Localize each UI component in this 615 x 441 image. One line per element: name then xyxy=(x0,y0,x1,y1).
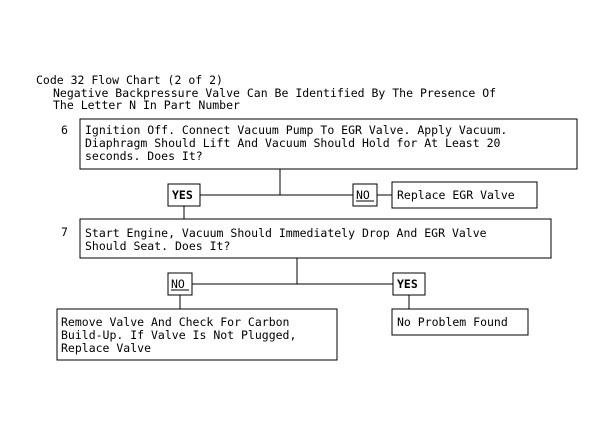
remove-valve-line-1: Remove Valve And Check For Carbon xyxy=(61,315,289,329)
remove-valve-line-2: Build-Up. If Valve Is Not Plugged, xyxy=(61,328,296,342)
chart-title: Code 32 Flow Chart (2 of 2) xyxy=(36,73,223,87)
step-7-yes-label: YES xyxy=(397,277,418,291)
step-7-line-2: Should Seat. Does It? xyxy=(85,239,230,253)
no-problem-found-text: No Problem Found xyxy=(397,315,508,329)
step-6-line-2: Diaphragm Should Lift And Vacuum Should … xyxy=(85,136,500,150)
step-6-number: 6 xyxy=(61,123,68,137)
replace-egr-valve-box xyxy=(391,181,538,209)
step-6-line-1: Ignition Off. Connect Vacuum Pump To EGR… xyxy=(85,123,507,137)
step-6-box xyxy=(79,118,578,170)
replace-egr-valve-text: Replace EGR Valve xyxy=(397,188,515,202)
note-line-2: The Letter N In Part Number xyxy=(53,98,240,112)
note-line-1: Negative Backpressure Valve Can Be Ident… xyxy=(53,86,496,100)
step-6-yes-box xyxy=(167,183,201,207)
step-7-yes-box xyxy=(392,272,426,296)
step-6-no-label: NO xyxy=(356,188,370,202)
step-7-line-1: Start Engine, Vacuum Should Immediately … xyxy=(85,226,487,240)
step-7-no-label: NO xyxy=(171,277,185,291)
remove-valve-box xyxy=(56,308,338,361)
step-6-line-3: seconds. Does It? xyxy=(85,149,203,163)
no-problem-found-box xyxy=(391,308,529,336)
step-7-box xyxy=(79,218,552,259)
remove-valve-line-3: Replace Valve xyxy=(61,341,151,355)
step-6-yes-label: YES xyxy=(172,188,193,202)
step-7-number: 7 xyxy=(61,225,68,239)
